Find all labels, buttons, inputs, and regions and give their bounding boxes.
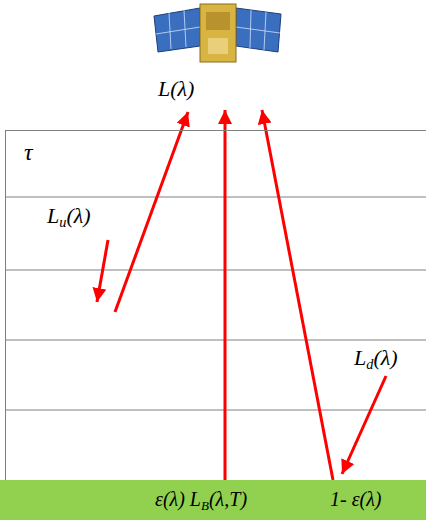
satellite-node: L(λ) — [150, 0, 285, 110]
node-text: L(λ) — [158, 76, 194, 101]
text-part: (λ) — [373, 345, 397, 370]
satellite-icon — [150, 0, 285, 70]
subscript: B — [201, 498, 209, 513]
subscript: d — [366, 356, 373, 372]
downwelling-arrow — [342, 376, 386, 474]
radiance-arrow — [224, 110, 227, 480]
solar-panel — [154, 8, 200, 52]
atmosphere-node: τ — [5, 130, 426, 480]
layer-line — [5, 269, 426, 270]
ground-node: ε(λ) LB(λ,T) 1- ε(λ) — [0, 480, 426, 520]
layer-lines — [5, 197, 426, 410]
subscript: u — [59, 214, 66, 230]
upwelling-arrow — [115, 112, 188, 312]
downwelling-label: Ld(λ) — [352, 345, 400, 370]
text-part: L — [47, 203, 59, 228]
upwelling-label: Lu(λ) — [45, 203, 93, 228]
text-part: (λ,T) — [209, 488, 247, 510]
node-text: τ — [24, 139, 33, 167]
node-text: 1- ε(λ) — [330, 488, 382, 511]
satellite-body — [200, 4, 236, 62]
radiance-arrow — [262, 110, 333, 480]
text-part: L — [354, 345, 366, 370]
body-detail — [206, 12, 230, 30]
solar-panel — [236, 8, 281, 52]
text-part: ε(λ) L — [155, 488, 201, 510]
body-detail — [208, 38, 228, 54]
layer-line — [5, 339, 426, 340]
text-part: (λ) — [66, 203, 90, 228]
layer-line — [5, 409, 426, 410]
node-text: ε(λ) LB(λ,T) — [155, 488, 247, 511]
layer-line — [5, 196, 426, 197]
pointer-arrow — [97, 240, 108, 302]
